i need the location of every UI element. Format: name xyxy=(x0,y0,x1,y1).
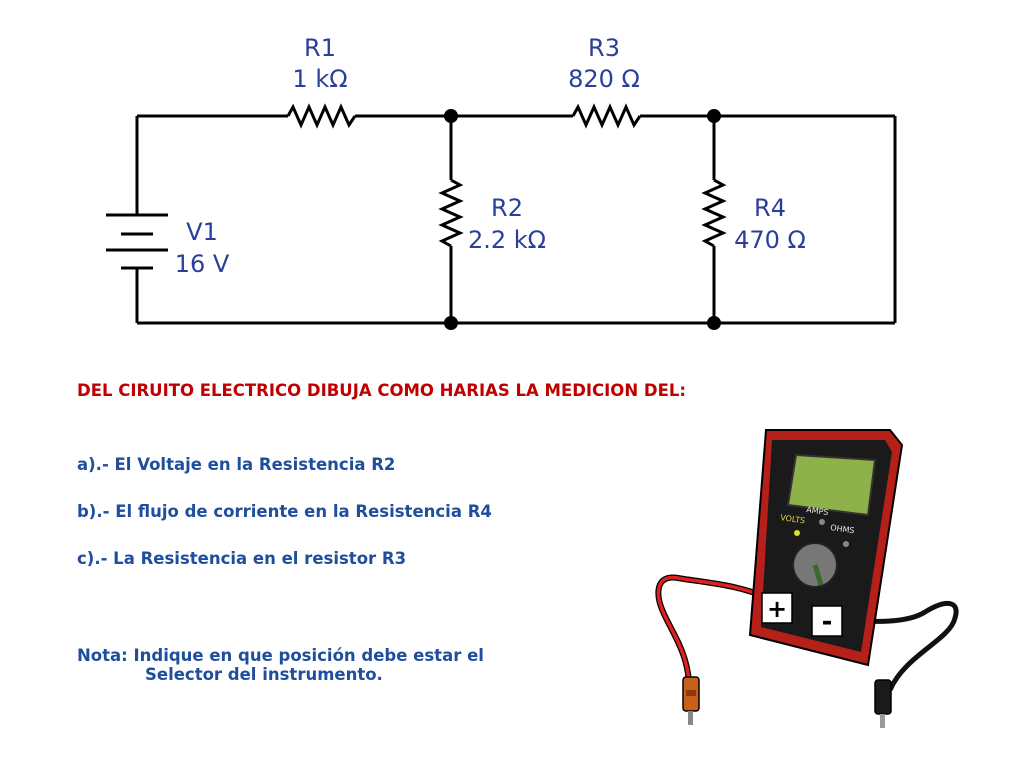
v1-value: 16 V xyxy=(175,250,230,278)
red-probe xyxy=(682,676,700,725)
r1-name: R1 xyxy=(304,34,336,62)
display-screen xyxy=(786,453,877,517)
r3-name: R3 xyxy=(588,34,620,62)
svg-text:VOLTS: VOLTS xyxy=(780,513,806,525)
minus-symbol: - xyxy=(822,607,833,637)
resistor-r1 xyxy=(286,103,357,129)
svg-text:AMPS: AMPS xyxy=(806,505,829,517)
minus-jack xyxy=(811,605,843,637)
question-a: a).- El Voltaje en la Resistencia R2 xyxy=(77,455,396,474)
plus-symbol: + xyxy=(767,595,787,623)
black-probe xyxy=(874,679,892,728)
note: Nota: Indique en que posición debe estar… xyxy=(77,646,484,684)
r2-name: R2 xyxy=(491,194,523,222)
multimeter-body: AMPS VOLTS OHMS + - xyxy=(748,429,904,667)
black-test-lead xyxy=(829,601,959,692)
r2-value: 2.2 kΩ xyxy=(468,226,546,254)
question-c: c).- La Resistencia en el resistor R3 xyxy=(77,549,407,568)
svg-text:OHMS: OHMS xyxy=(830,523,855,535)
junction-dot xyxy=(444,109,458,123)
resistor-r2 xyxy=(438,178,464,248)
question-b: b).- El flujo de corriente en la Resiste… xyxy=(77,502,492,521)
r4-name: R4 xyxy=(754,194,786,222)
resistor-r4 xyxy=(701,178,727,248)
v1-name: V1 xyxy=(186,218,218,246)
junction-dot xyxy=(707,109,721,123)
question-title: DEL CIRUITO ELECTRICO DIBUJA COMO HARIAS… xyxy=(77,381,686,400)
r4-value: 470 Ω xyxy=(734,226,806,254)
plus-jack xyxy=(761,592,793,624)
r1-value: 1 kΩ xyxy=(292,65,347,93)
note-line-2: Selector del instrumento. xyxy=(145,665,383,684)
junction-dot xyxy=(707,316,721,330)
resistor-r3 xyxy=(571,103,642,129)
r3-value: 820 Ω xyxy=(568,65,640,93)
circuit-diagram: R1 1 kΩ R3 820 Ω R2 2.2 kΩ R4 470 Ω V1 1… xyxy=(106,34,897,330)
dial-pointer xyxy=(812,564,824,586)
note-line-1: Nota: Indique en que posición debe estar… xyxy=(77,646,484,665)
junction-dot xyxy=(444,316,458,330)
